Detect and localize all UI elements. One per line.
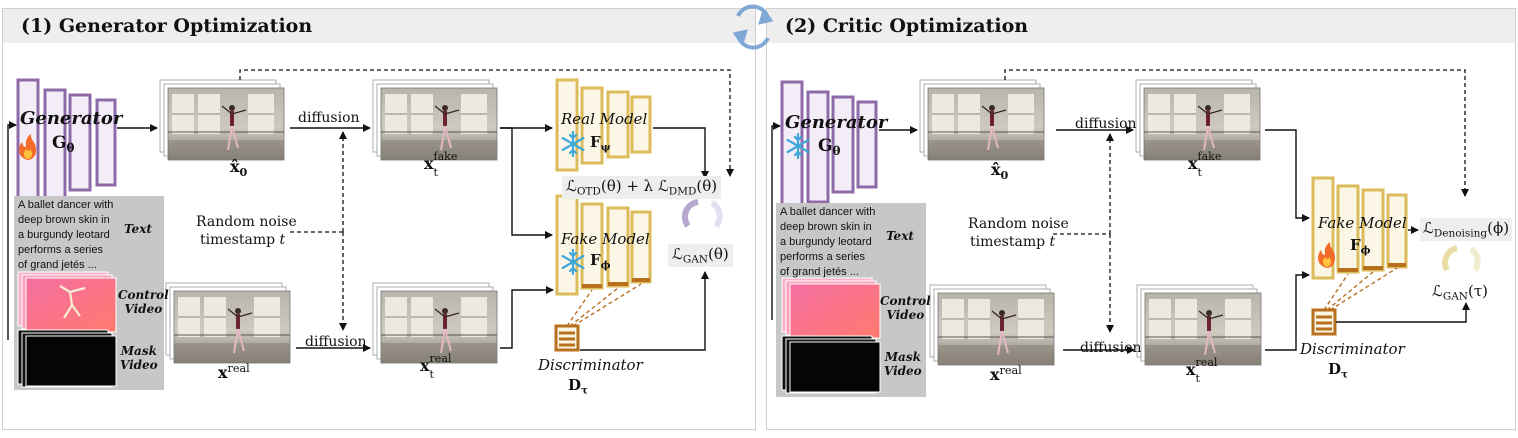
discriminator-label-2: Discriminator (1300, 340, 1405, 358)
x0-hat-video-frames-2 (920, 80, 1044, 160)
x0-hat-label: x̂0 (230, 157, 248, 179)
fake-model-label-1: Fake Model (561, 230, 650, 248)
generator-label: Generator (20, 108, 123, 129)
prompt-text-1: A ballet dancer with deep brown skin in … (18, 199, 114, 271)
generator-symbol-2: Gθ (818, 136, 841, 159)
xt-fake-video-frames-2 (1136, 80, 1260, 160)
control-video-2 (781, 277, 881, 339)
arrows-panel-2 (771, 122, 1470, 354)
fake-model-network-1 (555, 194, 652, 296)
arrows-panel-1 (7, 121, 709, 352)
loss-otd-dmd: ℒOTD(θ) + λ ℒDMD(θ) (562, 176, 722, 199)
xt-real-video-frames (373, 283, 497, 363)
panel-title-generator: (1) Generator Optimization (21, 15, 313, 37)
loss-gan-tau: ℒGAN(τ) (1432, 282, 1488, 303)
real-model-label: Real Model (561, 110, 648, 128)
control-video-label-1: Control Video (118, 288, 169, 316)
fake-model-network-2 (1311, 176, 1408, 280)
loss-denoising: ℒDenoising(ϕ) (1420, 218, 1513, 241)
mask-video-2 (781, 335, 881, 394)
fake-model-label-2: Fake Model (1318, 214, 1407, 232)
control-video-label-2: Control Video (880, 294, 931, 322)
diffusion-label-top: diffusion (298, 110, 360, 126)
fake-model-symbol-1: Fϕ (590, 251, 611, 272)
timestamp-label-2: timestamp t (970, 234, 1056, 250)
diffusion-label-bottom: diffusion (305, 334, 367, 350)
discriminator-block-1 (554, 283, 642, 352)
random-noise-label-2: Random noise (968, 216, 1069, 232)
panel-header: (2) Critic Optimization (767, 9, 1515, 43)
xt-fake-video-frames (373, 80, 497, 160)
real-model-network (555, 78, 652, 172)
real-model-symbol: Fψ (590, 133, 611, 154)
x0-hat-video-frames (160, 80, 284, 160)
diffusion-label-bottom-2: diffusion (1080, 340, 1142, 356)
discriminator-block-2 (1311, 267, 1398, 336)
control-video-1 (17, 271, 117, 333)
dashed-arrows-panel-2 (1004, 69, 1469, 333)
generator-network-2 (780, 80, 878, 214)
cycle-icon (1442, 245, 1481, 272)
timestamp-label: timestamp t (200, 232, 286, 248)
text-label-1: Text (124, 222, 152, 236)
generator-label-2: Generator (785, 112, 888, 133)
x-real-label-2: xreal (990, 364, 1022, 385)
mask-video-label-1: Mask Video (120, 344, 158, 372)
generator-symbol: Gθ (52, 133, 75, 156)
random-noise-label: Random noise (196, 214, 297, 230)
prompt-text-2: A ballet dancer with deep brown skin in … (780, 206, 876, 278)
mask-video-label-2: Mask Video (884, 350, 922, 378)
x-real-video-frames-2 (930, 285, 1054, 365)
diffusion-label-top-2: diffusion (1075, 116, 1137, 132)
x0-hat-label-2: x̂0 (991, 160, 1009, 182)
xt-real-video-frames-2 (1137, 285, 1261, 365)
x-real-video-frames (166, 283, 290, 363)
panel-header: (1) Generator Optimization (3, 9, 755, 43)
loss-gan-theta: ℒGAN(θ) (668, 244, 733, 267)
text-label-2: Text (886, 229, 914, 243)
discriminator-symbol-1: Dτ (568, 376, 589, 397)
panel-title-critic: (2) Critic Optimization (785, 15, 1029, 37)
mask-video-1 (17, 329, 117, 388)
fake-model-symbol-2: Fϕ (1350, 236, 1371, 257)
discriminator-symbol-2: Dτ (1328, 360, 1349, 381)
discriminator-label-1: Discriminator (538, 356, 643, 374)
cycle-icon (681, 199, 723, 228)
x-real-label: xreal (218, 362, 250, 383)
dashed-arrows-panel-1 (239, 69, 734, 331)
alternating-cycle-icon (732, 4, 774, 50)
